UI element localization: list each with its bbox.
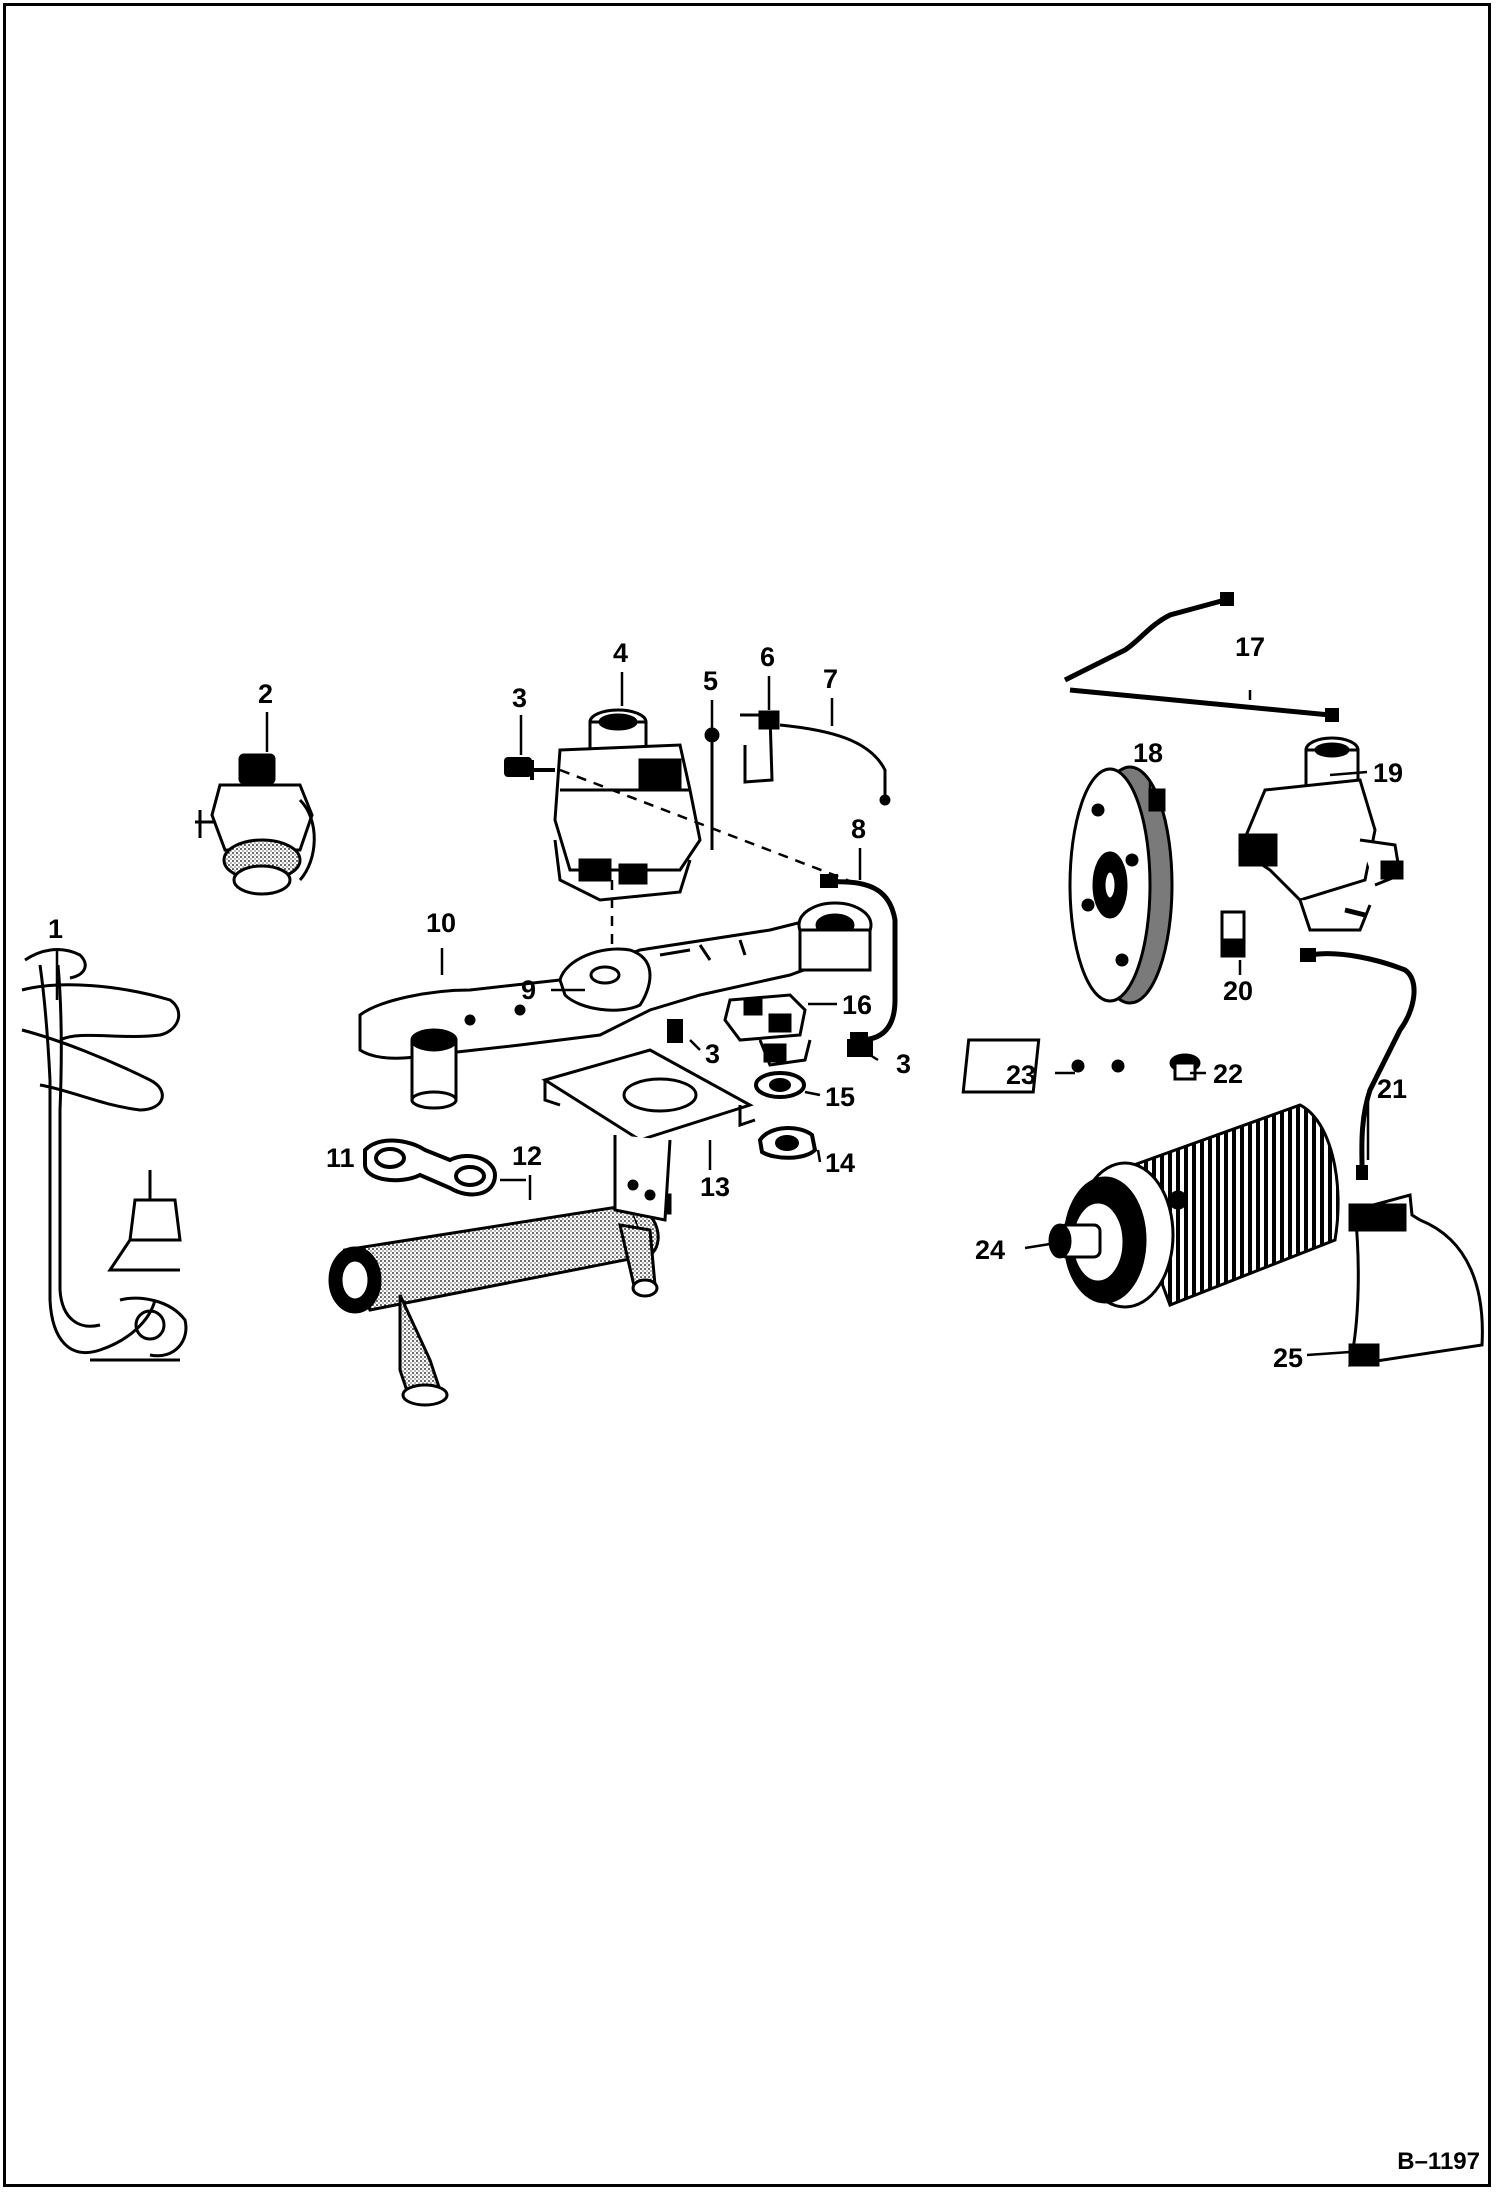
callout-12: 12 <box>512 1141 542 1171</box>
callout-21: 21 <box>1377 1074 1407 1104</box>
part-22-plug <box>1169 1053 1201 1081</box>
callout-5: 5 <box>703 666 718 696</box>
callout-17: 17 <box>1235 632 1265 662</box>
callout-25: 25 <box>1273 1343 1303 1373</box>
callout-13: 13 <box>700 1172 730 1202</box>
callout-11: 11 <box>326 1143 355 1173</box>
callout-9: 9 <box>521 975 536 1005</box>
figure-reference: B–1197 <box>1397 2148 1480 2175</box>
part-19-carburetor <box>1238 736 1404 932</box>
callout-23: 23 <box>1006 1060 1036 1090</box>
part-2-fuel-filter <box>195 753 316 896</box>
part-10-manifold <box>358 901 873 1110</box>
part-1-choke-cable <box>21 948 188 1362</box>
callout-19: 19 <box>1373 758 1403 788</box>
callout-6: 6 <box>760 642 775 672</box>
part-18-adapter-plate <box>1068 765 1174 1005</box>
part-12-muffler <box>328 1193 672 1407</box>
part-13-heat-shield <box>541 1048 756 1222</box>
callout-10: 10 <box>426 908 456 938</box>
part-20-switch <box>1220 910 1246 958</box>
callout-3-middle: 3 <box>705 1039 720 1069</box>
part-8-fuel-line <box>820 874 898 1046</box>
callout-1: 1 <box>48 914 63 944</box>
part-11-exhaust-gasket <box>363 1138 498 1197</box>
part-17-fuel-line <box>1063 592 1339 722</box>
callout-18: 18 <box>1133 738 1163 768</box>
callout-2: 2 <box>258 679 273 709</box>
callout-22: 22 <box>1213 1059 1243 1089</box>
callout-4: 4 <box>613 638 628 668</box>
part-16-governor <box>723 993 812 1067</box>
part-24-motor <box>1048 1103 1340 1309</box>
callout-24: 24 <box>975 1235 1005 1265</box>
part-4-carburetor <box>530 708 702 902</box>
part-23-plate <box>961 1038 1125 1094</box>
callout-14: 14 <box>825 1148 855 1178</box>
part-25-belt-guard <box>1348 1193 1484 1367</box>
callout-7: 7 <box>823 664 838 694</box>
part-5-6-7-linkage <box>704 710 891 850</box>
callout-20: 20 <box>1223 976 1253 1006</box>
diagram-frame <box>3 3 1491 2187</box>
callout-16: 16 <box>842 990 872 1020</box>
part-14-gasket <box>757 1126 818 1160</box>
callout-labels: 1 2 3 4 5 6 7 8 9 10 11 12 13 14 15 16 3… <box>48 632 1407 1373</box>
leader-lines <box>55 672 1370 1357</box>
callout-3-upper: 3 <box>512 683 527 713</box>
callout-15: 15 <box>825 1082 855 1112</box>
callout-8: 8 <box>851 814 866 844</box>
callout-3-right: 3 <box>896 1049 911 1079</box>
part-15-washer <box>754 1071 806 1099</box>
part-21-fuel-line <box>1300 948 1417 1180</box>
